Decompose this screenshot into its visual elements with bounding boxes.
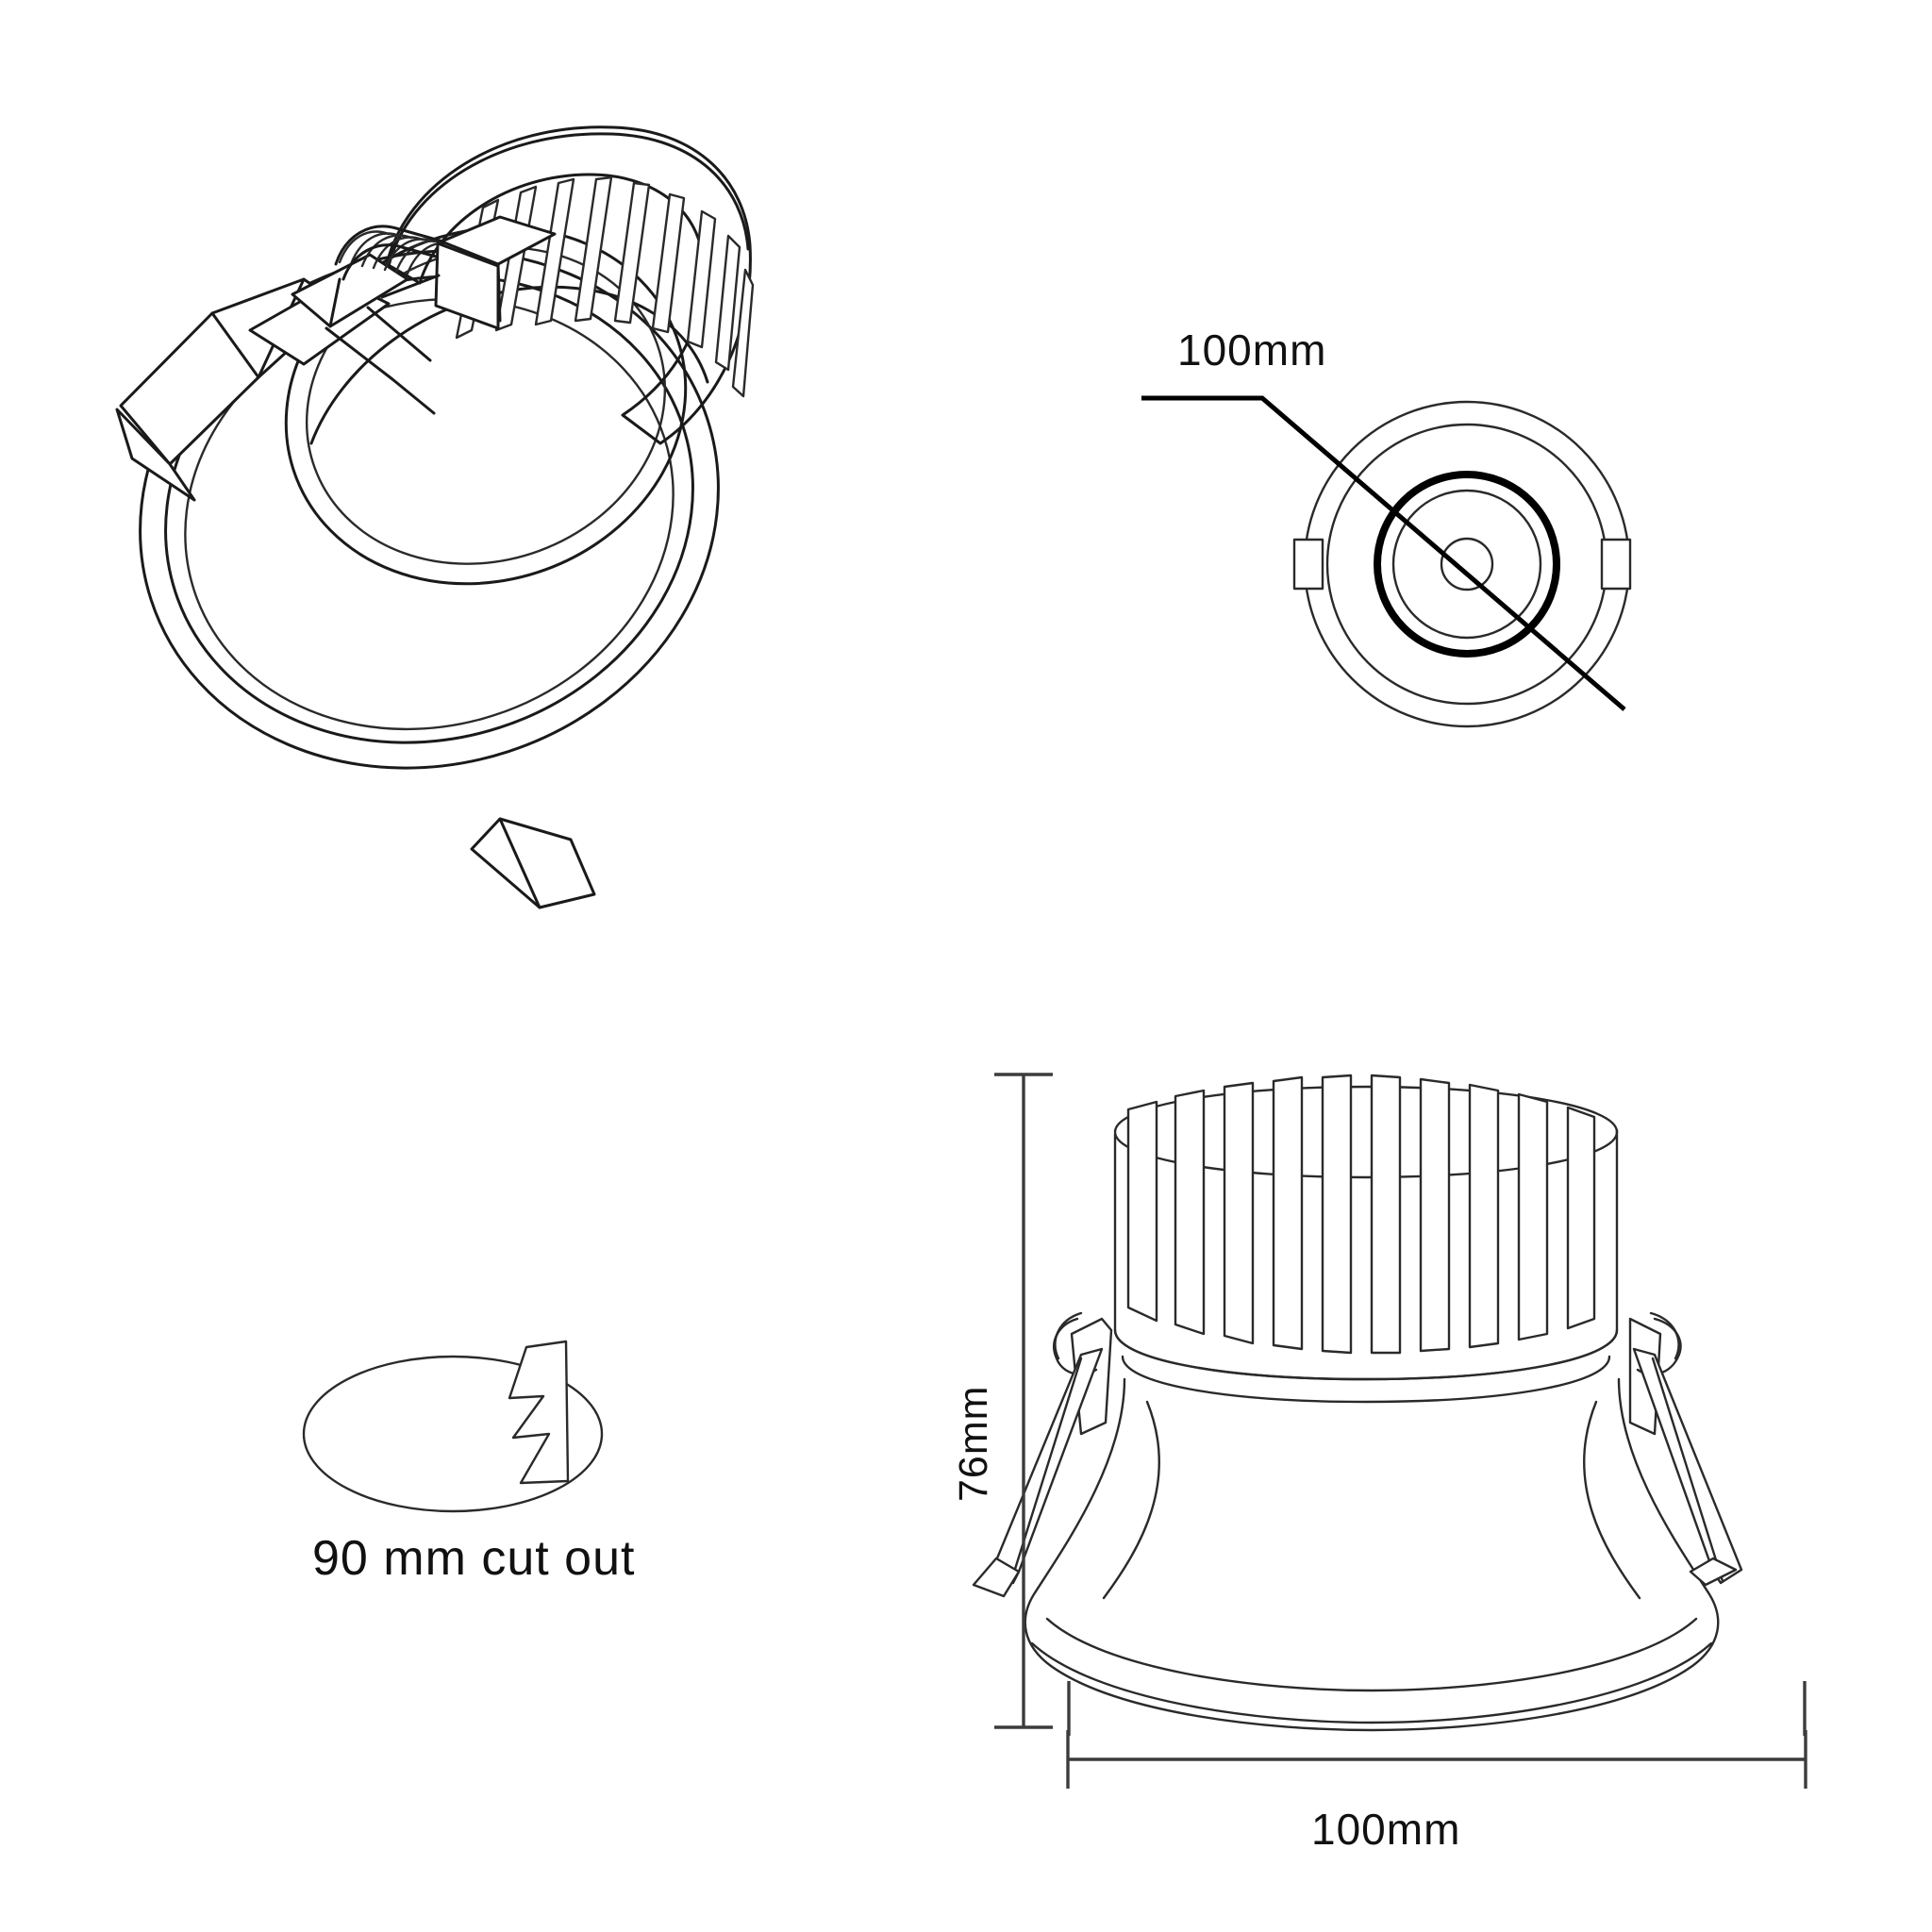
- plan-reflector-rings: [1374, 471, 1560, 658]
- elevation-inner-cone: [1102, 1400, 1641, 1600]
- cutout-ellipse: [302, 1355, 604, 1513]
- plan-mount-tab-right: [1600, 538, 1632, 591]
- isometric-clip-bottom: [470, 817, 596, 909]
- elevation-trim-flange: [1024, 1377, 1720, 1732]
- height-dimension: [991, 1071, 1057, 1731]
- plan-diameter-leader: [1141, 389, 1745, 728]
- elevation-spring-clip-right: [1628, 1311, 1743, 1587]
- cutout-saw-symbol: [508, 1340, 570, 1485]
- isometric-view: [57, 94, 830, 909]
- plan-mount-tab-left: [1292, 538, 1324, 591]
- isometric-mount-bracket-right: [380, 215, 557, 330]
- isometric-spring-clip-left: [115, 225, 479, 502]
- width-dimension-ext-left: [1064, 1681, 1074, 1738]
- plan-diameter-label: 100mm: [1177, 325, 1327, 375]
- width-dimension: [1064, 1726, 1809, 1792]
- width-dimension-ext-right: [1800, 1681, 1809, 1738]
- elevation-view: [972, 1019, 1755, 1736]
- isometric-trim-ring: [139, 249, 720, 770]
- elevation-spring-clip-left: [972, 1311, 1113, 1598]
- cutout-caption: 90 mm cut out: [312, 1531, 636, 1586]
- isometric-heat-sink: [385, 125, 755, 445]
- height-dimension-label: 76mm: [951, 1385, 996, 1502]
- isometric-bracket-center: [325, 306, 436, 415]
- elevation-heat-sink: [1113, 1074, 1619, 1404]
- plan-view: [1264, 396, 1660, 736]
- width-dimension-label: 100mm: [1311, 1805, 1461, 1854]
- cutout-view: [283, 1340, 679, 1547]
